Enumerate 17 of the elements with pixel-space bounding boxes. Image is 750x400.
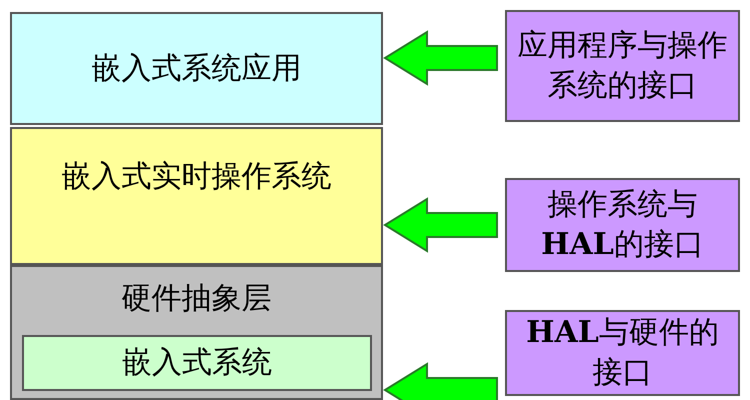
interface-box (505, 178, 740, 272)
layer-box (10, 12, 383, 125)
block-arrow (383, 30, 498, 86)
label-text: 嵌入式系统 (122, 344, 272, 382)
label-text: 应用程序与操作系统的接口 (517, 27, 728, 105)
label-text: 操作系统与HAL的接口 (540, 186, 705, 264)
label-text: 嵌入式实时操作系统 (62, 158, 332, 196)
interface-box (505, 310, 740, 396)
layer-box (10, 127, 383, 265)
block-arrow (383, 197, 498, 253)
block-arrow (383, 362, 498, 400)
label-text: 硬件抽象层 (122, 280, 272, 318)
label-text: HAL与硬件的接口 (525, 314, 720, 392)
layer-box (22, 335, 372, 391)
label-text: 嵌入式系统应用 (92, 50, 302, 88)
layer-box (10, 265, 383, 400)
interface-box (505, 10, 740, 122)
